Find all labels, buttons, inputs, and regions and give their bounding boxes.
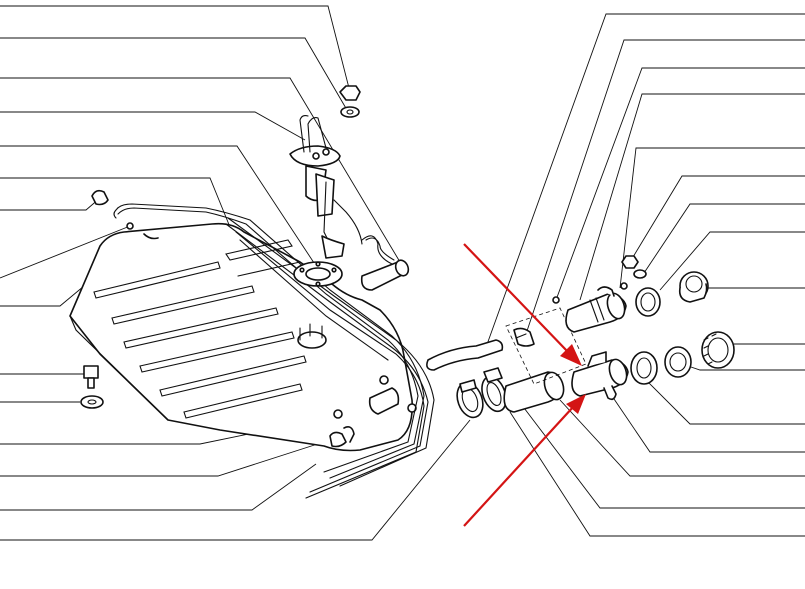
- filler-cap-small: [678, 271, 709, 303]
- seal-ring: [630, 351, 658, 385]
- filler-cap-large: [701, 331, 735, 369]
- clip-fitting: [91, 189, 109, 206]
- leader-line: [525, 39, 805, 335]
- washer-small: [633, 269, 647, 279]
- clip-fitting: [343, 426, 355, 443]
- clip-fitting: [329, 431, 347, 448]
- washer: [80, 395, 104, 409]
- nut-and-washer: [339, 85, 361, 118]
- tank-ribs: [93, 239, 307, 419]
- assembly-dashed-guide: [505, 307, 587, 385]
- seal-ring: [664, 346, 692, 378]
- sender-gasket-ring: [293, 261, 343, 287]
- filler-neck-upper: [552, 286, 627, 333]
- leader-line: [0, 439, 331, 477]
- fuel-lines: [113, 203, 435, 499]
- leader-line: [629, 175, 805, 263]
- line-end: [113, 209, 117, 219]
- tank-fitting: [407, 403, 417, 413]
- leader-line: [0, 37, 348, 111]
- leader-line: [0, 5, 351, 93]
- leader-line: [619, 147, 805, 289]
- leader-lines-left: [0, 5, 471, 541]
- leader-line: [0, 111, 306, 141]
- leader-line: [0, 225, 131, 279]
- small-screw: [620, 282, 628, 290]
- tank-filler-stub: [368, 387, 400, 415]
- nut-small: [621, 255, 639, 269]
- vent-hose: [426, 339, 504, 371]
- leader-line: [509, 411, 805, 537]
- fuel-filter: [360, 259, 410, 291]
- leader-line: [645, 379, 805, 425]
- leader-line: [0, 197, 101, 211]
- leader-line: [579, 93, 805, 301]
- fuel-tank: [69, 222, 417, 452]
- fuel-sender-unit: [289, 114, 395, 265]
- hose-clamp: [456, 379, 484, 419]
- leader-line: [0, 77, 401, 263]
- leader-line: [484, 13, 805, 351]
- leader-line: [0, 463, 317, 511]
- sender-screw: [312, 152, 320, 160]
- leader-line: [0, 419, 471, 541]
- tank-tab: [143, 233, 159, 240]
- highlight-arrow-upper: [463, 243, 582, 366]
- tank-fitting: [379, 375, 389, 385]
- bolt: [83, 365, 99, 389]
- tank-pump-mount: [297, 331, 327, 349]
- leader-line: [0, 177, 233, 233]
- filler-neck-lower: [571, 351, 629, 401]
- leader-line: [559, 399, 805, 477]
- tank-fitting: [333, 409, 343, 419]
- small-screw: [126, 222, 134, 230]
- leader-line: [641, 203, 805, 277]
- filler-hose: [503, 371, 565, 413]
- leader-lines-right: [484, 13, 805, 537]
- leader-line: [659, 231, 805, 291]
- grommet-ring: [635, 287, 661, 317]
- hose-clamp-small: [513, 327, 535, 347]
- leader-line: [0, 145, 321, 273]
- sender-screw: [322, 148, 330, 156]
- leader-line: [687, 365, 805, 371]
- leader-line: [611, 395, 805, 453]
- highlight-arrow-lower: [463, 394, 586, 527]
- leader-line: [555, 67, 805, 301]
